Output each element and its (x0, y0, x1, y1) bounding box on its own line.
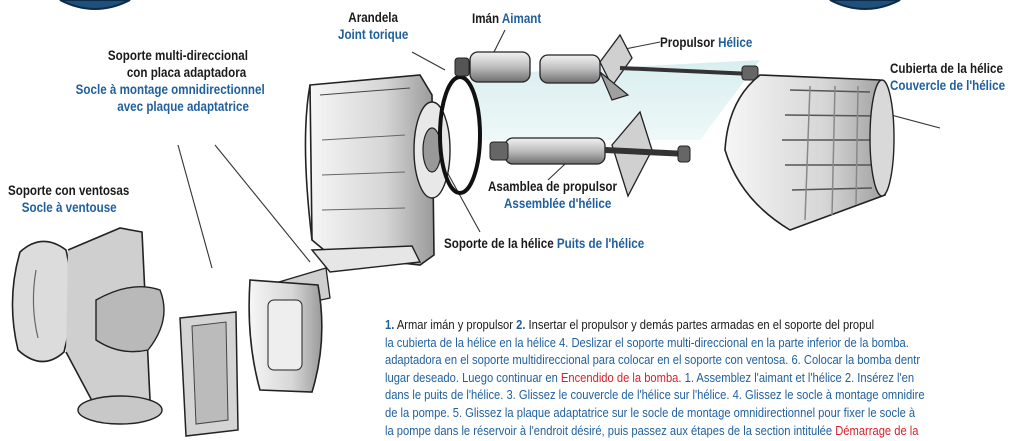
label-propeller-well: Soporte de la hélice Puits de l'hélice (444, 235, 644, 252)
instructions-text: Insertar el propulsor y demás partes arm… (525, 317, 875, 332)
magnet-propeller (454, 33, 759, 101)
label-suction-mount-es: Soporte con ventosas (8, 183, 130, 198)
label-o-ring: Arandela Joint torique (338, 9, 408, 43)
label-multi-mount-fr-2: avec plaque adaptatrice (117, 99, 249, 114)
label-propeller-well-es: Soporte de la hélice (444, 236, 554, 251)
link-pump-startup-es[interactable]: Encendido de la bomba. (560, 369, 682, 385)
label-magnet-es: Imán (472, 11, 500, 26)
label-cover-es: Cubierta de la hélice (890, 61, 1003, 76)
label-magnet: Imán Aimant (472, 10, 541, 27)
label-multi-mount: Soporte multi-direccional con placa adap… (76, 47, 265, 115)
label-propeller: Propulsor Hélice (660, 34, 752, 51)
label-o-ring-es: Arandela (348, 10, 398, 25)
instructions-text: Armar imán y propulsor (394, 317, 517, 332)
label-o-ring-fr: Joint torique (338, 27, 409, 42)
label-propeller-assembly: Asamblea de propulsor Assemblée d'hélice (488, 178, 617, 212)
propeller-cover (724, 74, 895, 231)
step-number: 1. (385, 317, 395, 332)
label-multi-mount-es-1: Soporte multi-direccional (107, 48, 248, 63)
suction-cup-mount (11, 227, 165, 425)
instructions-text: lugar deseado. Luego continuar en (385, 369, 561, 385)
corner-badge-right (829, 0, 901, 10)
label-cover: Cubierta de la hélice Couvercle de l'hél… (890, 60, 1005, 94)
label-propeller-fr: Hélice (718, 35, 753, 50)
adaptor-plate (179, 311, 239, 437)
label-suction-mount: Soporte con ventosas Socle à ventouse (8, 182, 129, 216)
assembly-instructions: 1. Armar imán y propulsor 2. Insertar el… (385, 316, 1023, 441)
label-multi-mount-es-2: con placa adaptadora (126, 65, 247, 80)
instructions-line-5: dans le puits de l'hélice. 3. Glissez le… (385, 387, 925, 403)
instructions-line-4: lugar deseado. Luego continuar en Encend… (385, 369, 935, 387)
instructions-line-6: de la pompe. 5. Glissez la plaque adapta… (385, 404, 916, 420)
step-number: 2. (516, 317, 526, 332)
propeller-assembly (489, 110, 691, 198)
o-ring (438, 75, 482, 195)
link-pump-startup-fr[interactable]: Démarrage de la (835, 422, 919, 438)
label-propeller-assembly-fr: Assemblée d'hélice (504, 196, 612, 211)
instructions-line-1: 1. Armar imán y propulsor 2. Insertar el… (385, 316, 935, 334)
pump-housing (304, 74, 451, 266)
label-multi-mount-fr-1: Socle à montage omnidirectionnel (75, 82, 265, 97)
label-propeller-es: Propulsor (660, 35, 715, 50)
label-magnet-fr: Aimant (501, 11, 542, 26)
corner-badge-left (59, 0, 131, 10)
instructions-line-3: adaptadora en el soporte multidirecciona… (385, 352, 921, 368)
label-suction-mount-fr: Socle à ventouse (21, 200, 117, 215)
label-propeller-assembly-es: Asamblea de propulsor (488, 179, 618, 194)
label-propeller-well-fr: Puits de l'hélice (556, 236, 645, 251)
label-cover-fr: Couvercle de l'hélice (890, 78, 1006, 93)
instructions-line-7: la pompe dans le réservoir à l'endroit d… (385, 422, 935, 440)
multi-directional-mount (248, 245, 422, 393)
instructions-text: 1. Assemblez l'aimant et l'hélice 2. Ins… (681, 369, 915, 385)
instructions-line-2: la cubierta de la hélice en la hélice 4.… (385, 334, 909, 350)
instructions-text: la pompe dans le réservoir à l'endroit d… (385, 422, 836, 438)
